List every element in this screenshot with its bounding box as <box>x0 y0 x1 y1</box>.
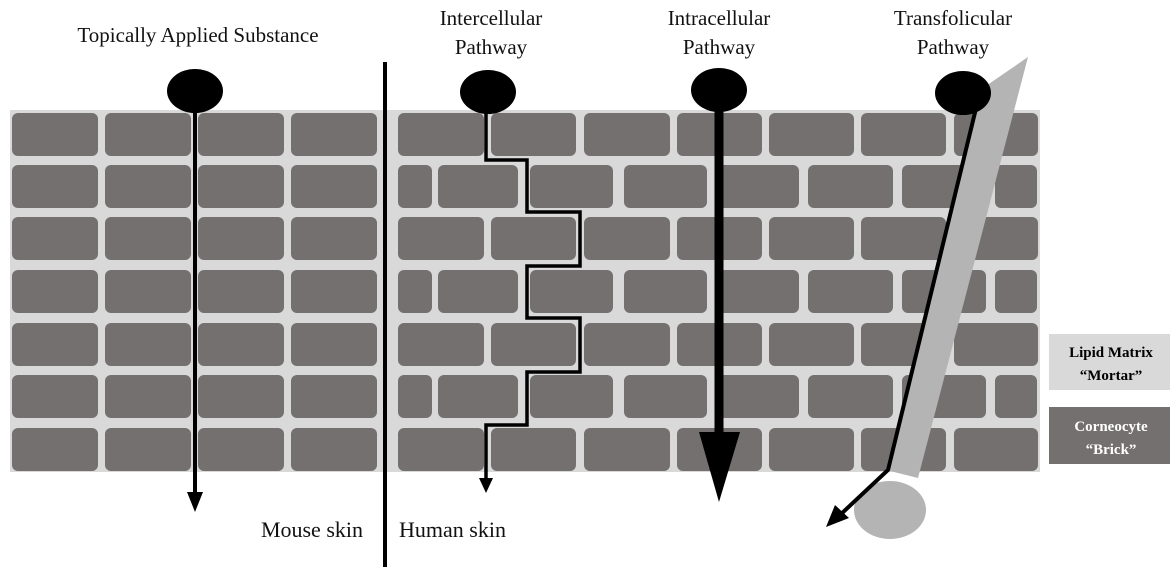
corneocyte-brick <box>398 428 484 471</box>
corneocyte-brick <box>954 323 1038 366</box>
corneocyte-brick <box>398 113 484 156</box>
corneocyte-brick <box>12 323 98 366</box>
corneocyte-brick <box>584 323 670 366</box>
corneocyte-brick <box>530 375 613 418</box>
corneocyte-brick <box>624 270 707 313</box>
corneocyte-brick <box>291 217 377 260</box>
corneocyte-brick <box>198 165 284 208</box>
corneocyte-brick <box>105 270 191 313</box>
corneocyte-brick <box>584 113 670 156</box>
legend: Lipid Matrix “Mortar” Corneocyte “Brick” <box>1049 334 1170 464</box>
corneocyte-brick <box>808 375 893 418</box>
corneocyte-brick <box>491 428 576 471</box>
corneocyte-brick <box>398 375 432 418</box>
corneocyte-brick <box>198 270 284 313</box>
legend-corneocyte-sublabel: “Brick” <box>1086 442 1137 458</box>
corneocyte-brick <box>769 323 854 366</box>
corneocyte-brick <box>105 113 191 156</box>
corneocyte-brick <box>398 323 484 366</box>
corneocyte-brick <box>491 113 576 156</box>
corneocyte-brick <box>12 113 98 156</box>
transfolicular-label-line1: Transfolicular <box>894 6 1012 30</box>
substance-droplet-icon <box>460 70 516 114</box>
corneocyte-brick <box>808 165 893 208</box>
corneocyte-brick <box>861 217 946 260</box>
corneocyte-brick <box>438 375 518 418</box>
corneocyte-brick <box>105 165 191 208</box>
intracellular-label-line2: Pathway <box>683 35 756 59</box>
substance-droplet-icon <box>167 69 223 113</box>
corneocyte-brick <box>624 165 707 208</box>
corneocyte-brick <box>198 428 284 471</box>
corneocyte-brick <box>291 270 377 313</box>
corneocyte-brick <box>954 428 1038 471</box>
legend-corneocyte-label: Corneocyte <box>1074 419 1148 435</box>
corneocyte-brick <box>12 428 98 471</box>
corneocyte-brick <box>861 113 946 156</box>
intercellular-label-line1: Intercellular <box>440 6 543 30</box>
corneocyte-brick <box>291 323 377 366</box>
corneocyte-brick <box>769 428 854 471</box>
corneocyte-brick <box>12 217 98 260</box>
corneocyte-brick <box>398 217 484 260</box>
corneocyte-brick <box>291 428 377 471</box>
corneocyte-brick <box>491 217 576 260</box>
corneocyte-brick <box>12 375 98 418</box>
corneocyte-brick <box>198 375 284 418</box>
corneocyte-brick <box>716 165 799 208</box>
corneocyte-brick <box>198 217 284 260</box>
corneocyte-brick <box>291 165 377 208</box>
substance-droplet-icon <box>691 68 747 112</box>
corneocyte-brick <box>12 270 98 313</box>
corneocyte-brick <box>398 165 432 208</box>
legend-lipid-sublabel: “Mortar” <box>1080 368 1142 384</box>
corneocyte-brick <box>624 375 707 418</box>
corneocyte-brick <box>105 428 191 471</box>
corneocyte-brick <box>769 217 854 260</box>
arrowhead-icon <box>479 478 493 493</box>
transfolicular-label-line2: Pathway <box>917 35 990 59</box>
corneocyte-brick <box>105 217 191 260</box>
corneocyte-brick <box>716 270 799 313</box>
corneocyte-brick <box>291 375 377 418</box>
corneocyte-brick <box>12 165 98 208</box>
intercellular-label-line2: Pathway <box>455 35 528 59</box>
corneocyte-brick <box>584 217 670 260</box>
substance-droplet-icon <box>935 71 991 115</box>
mouse-skin-label: Mouse skin <box>261 517 363 542</box>
corneocyte-brick <box>808 270 893 313</box>
corneocyte-brick <box>438 270 518 313</box>
corneocyte-brick <box>105 323 191 366</box>
corneocyte-brick <box>198 323 284 366</box>
corneocyte-brick <box>198 113 284 156</box>
corneocyte-brick <box>995 165 1037 208</box>
intracellular-label-line1: Intracellular <box>668 6 771 30</box>
corneocyte-brick <box>995 375 1037 418</box>
corneocyte-brick <box>438 165 518 208</box>
corneocyte-brick <box>584 428 670 471</box>
corneocyte-brick <box>491 323 576 366</box>
corneocyte-brick <box>291 113 377 156</box>
topical-label: Topically Applied Substance <box>77 23 318 47</box>
corneocyte-brick <box>530 165 613 208</box>
legend-lipid-label: Lipid Matrix <box>1069 345 1153 361</box>
corneocyte-brick <box>716 375 799 418</box>
corneocyte-brick <box>530 270 613 313</box>
arrowhead-icon <box>187 492 203 512</box>
corneocyte-brick <box>398 270 432 313</box>
corneocyte-brick <box>995 270 1037 313</box>
human-skin-label: Human skin <box>399 517 506 542</box>
corneocyte-brick <box>769 113 854 156</box>
corneocyte-brick <box>105 375 191 418</box>
